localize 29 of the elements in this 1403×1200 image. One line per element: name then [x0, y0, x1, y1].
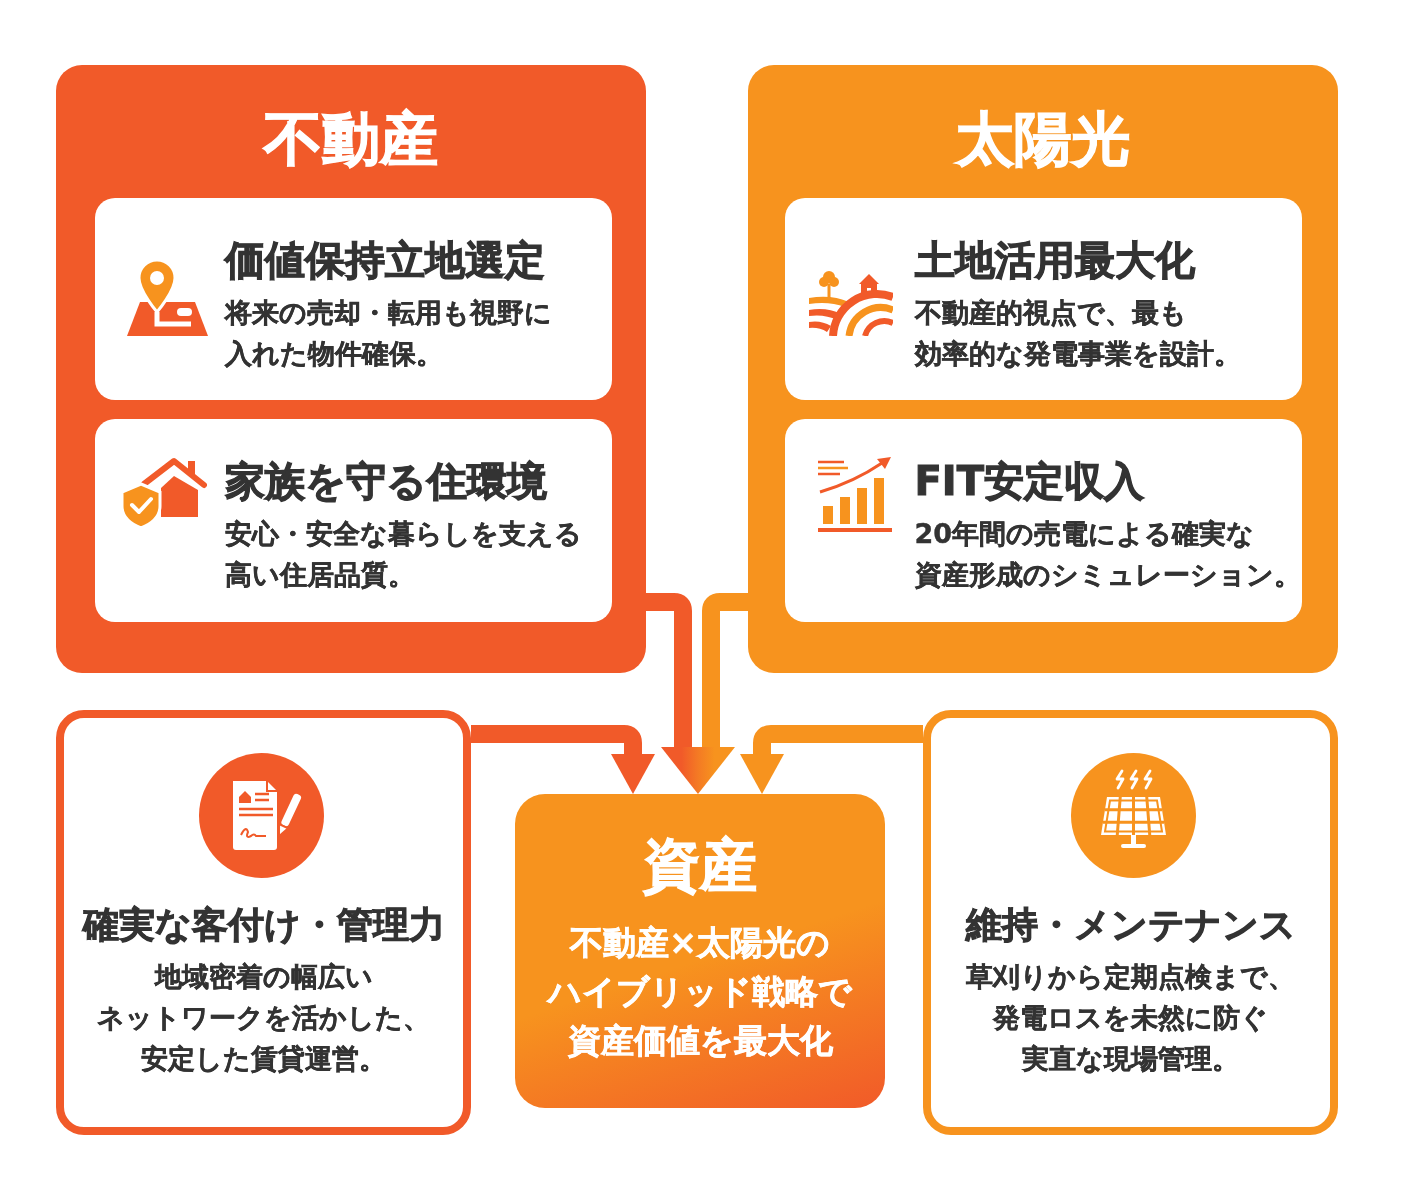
card-title: 土地活用最大化 — [914, 236, 1195, 284]
description-text: 不動産的視点で、最も効率的な発電事業を設計。 — [914, 296, 1241, 371]
category-panel — [748, 65, 1338, 673]
feature-card — [923, 710, 1338, 1135]
panel-title: 不動産 — [264, 104, 438, 174]
card-title: 維持・メンテナンス — [965, 904, 1296, 946]
feature-card — [56, 710, 471, 1135]
description-text: 20年間の売電による確実な資産形成のシミュレーション。 — [914, 517, 1301, 592]
info-card — [94, 419, 612, 622]
info-card — [784, 198, 1302, 400]
card-title: 価値保持立地選定 — [224, 236, 545, 284]
description-text: 安心・安全な暮らしを支える高い住居品質。 — [224, 517, 582, 592]
info-card — [784, 419, 1302, 622]
arrow — [740, 725, 923, 794]
hub-title: 資産 — [643, 831, 757, 900]
result-card — [515, 794, 885, 1108]
arrow — [698, 593, 748, 794]
description-text: 草刈りから定期点検まで、発電ロスを未然に防ぐ実直な現場管理。 — [966, 960, 1295, 1076]
description-text: 将来の売却・転用も視野に入れた物件確保。 — [224, 296, 552, 371]
arrow — [646, 593, 698, 794]
card-title: FIT安定収入 — [914, 457, 1144, 505]
card-title: 家族を守る住環境 — [224, 457, 547, 505]
category-panel — [56, 65, 646, 673]
card-title: 確実な客付け・管理力 — [82, 904, 445, 946]
description-text: 不動産×太陽光のハイブリッド戦略で資産価値を最大化 — [548, 922, 852, 1062]
info-card — [94, 198, 612, 400]
arrow — [471, 725, 655, 794]
panel-title: 太陽光 — [956, 104, 1130, 174]
description-text: 地域密着の幅広いネットワークを活かした、安定した賃貸運営。 — [97, 960, 430, 1076]
